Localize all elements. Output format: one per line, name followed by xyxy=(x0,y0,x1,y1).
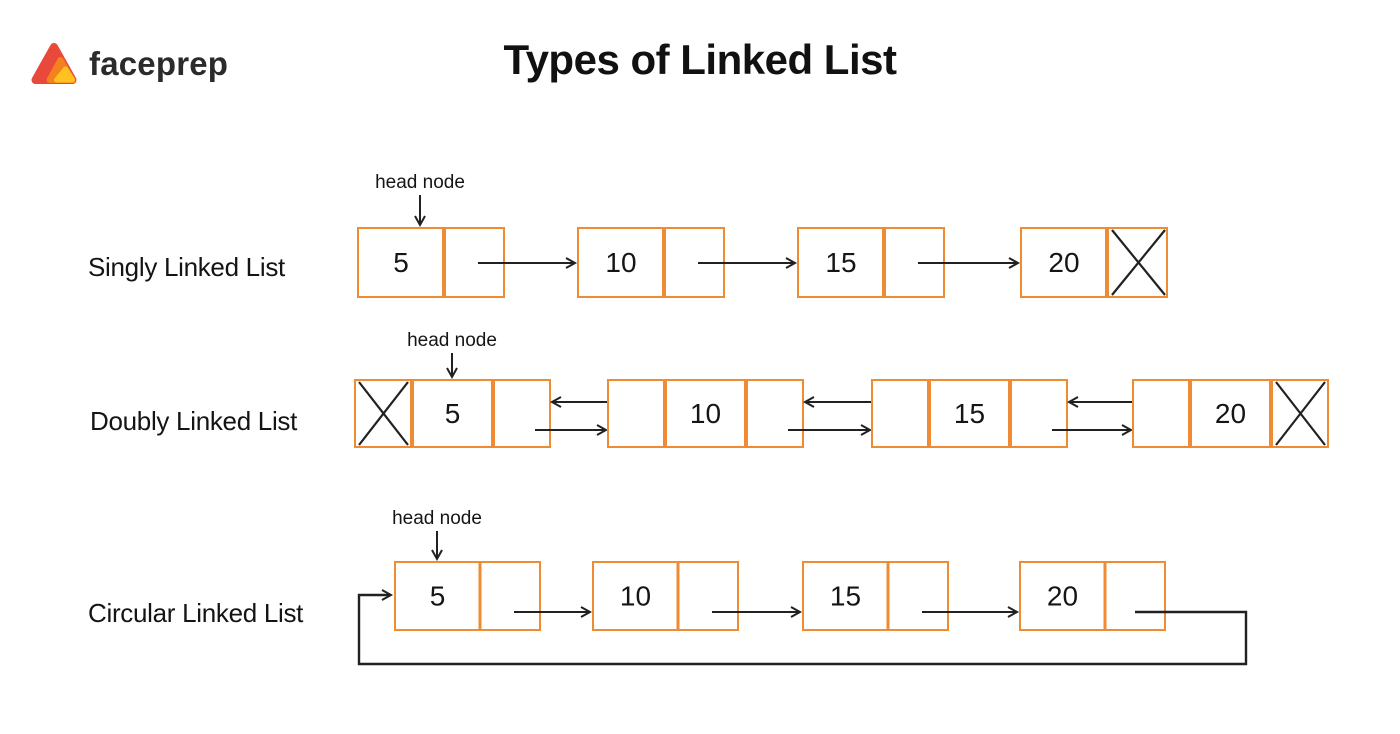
head-node-pointer: head node xyxy=(392,508,482,562)
node-value: 20 xyxy=(1215,398,1246,429)
head-node-label: head node xyxy=(375,172,465,193)
node xyxy=(394,561,541,631)
node xyxy=(1019,561,1166,631)
node xyxy=(607,379,804,448)
faceprep-logo-icon xyxy=(31,43,77,84)
row-label-circular: Circular Linked List xyxy=(88,598,304,628)
node xyxy=(592,561,739,631)
node-value: 15 xyxy=(954,398,985,429)
brand-name: faceprep xyxy=(89,45,229,82)
singly-linked-list-row: 5 10 15 20 head node xyxy=(357,172,1168,298)
null-cross-icon xyxy=(1275,381,1326,446)
null-cross-icon xyxy=(1111,229,1166,296)
node-value: 15 xyxy=(830,581,861,612)
page-title: Types of Linked List xyxy=(503,36,897,83)
node xyxy=(871,379,1068,448)
node-value: 5 xyxy=(445,398,461,429)
node-value: 10 xyxy=(605,247,636,278)
null-cross-icon xyxy=(358,381,409,446)
circular-linked-list-row: 5 10 15 20 head node xyxy=(357,508,1248,666)
node xyxy=(802,561,949,631)
node-value: 15 xyxy=(825,247,856,278)
row-label-singly: Singly Linked List xyxy=(88,252,285,282)
node-value: 5 xyxy=(430,581,446,612)
loop-back-arrow xyxy=(357,589,1248,666)
node-value: 10 xyxy=(690,398,721,429)
doubly-linked-list-row: 5 10 15 20 head node xyxy=(354,330,1329,448)
brand: faceprep xyxy=(30,41,228,87)
head-node-pointer: head node xyxy=(407,330,497,380)
head-node-pointer: head node xyxy=(375,172,465,228)
node xyxy=(1020,227,1168,298)
node-value: 20 xyxy=(1048,247,1079,278)
node-value: 5 xyxy=(393,247,409,278)
node xyxy=(1132,379,1329,448)
head-node-label: head node xyxy=(392,508,482,529)
node-value: 20 xyxy=(1047,581,1078,612)
node-value: 10 xyxy=(620,581,651,612)
row-label-doubly: Doubly Linked List xyxy=(90,406,298,436)
head-node-label: head node xyxy=(407,330,497,351)
node xyxy=(354,379,551,448)
